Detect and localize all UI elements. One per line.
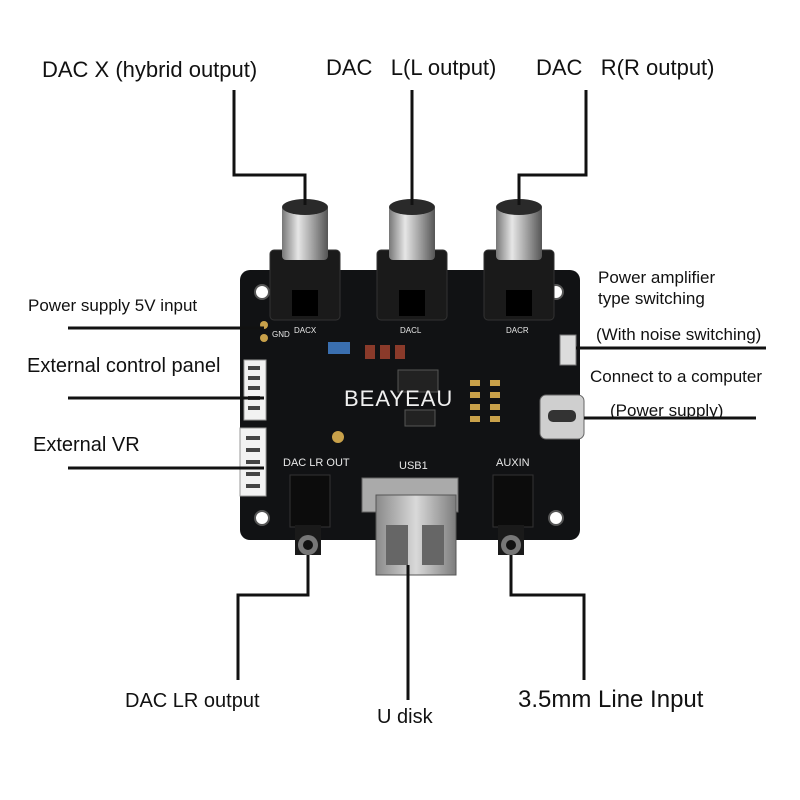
silk-dacx: DACX	[294, 326, 317, 335]
main-ic	[397, 369, 439, 393]
label-line-input: 3.5mm Line Input	[518, 686, 704, 713]
second-ic	[404, 409, 436, 427]
label-dac-r: DAC R(R output)	[536, 55, 715, 80]
silk-auxin: AUXIN	[496, 457, 530, 469]
label-ext-panel: External control panel	[27, 355, 221, 377]
rca-jack-dacr	[483, 199, 555, 321]
rca-jack-dacx	[269, 199, 341, 321]
leader-lines	[68, 90, 766, 700]
label-amp-switch-2: type switching	[598, 289, 705, 308]
label-power-5v: Power supply 5V input	[28, 296, 198, 315]
silk-dacl: DACL	[400, 326, 422, 335]
silk-usb1: USB1	[399, 460, 428, 472]
label-ext-vr: External VR	[33, 434, 140, 456]
label-dac-lr-output: DAC LR output	[125, 690, 260, 712]
label-dac-x: DAC X (hybrid output)	[42, 57, 258, 82]
silk-gnd: GND	[272, 330, 290, 339]
pcb-board	[240, 270, 580, 540]
label-power-supply: (Power supply)	[610, 401, 724, 420]
brand-silk: BEAYEAU	[344, 386, 454, 411]
label-amp-switch-1: Power amplifier	[598, 268, 716, 287]
jack-auxin	[492, 474, 534, 555]
label-dac-l: DAC L(L output)	[326, 55, 497, 80]
silk-dacr: DACR	[506, 326, 529, 335]
usb-a-port	[361, 477, 459, 576]
type-switch	[559, 334, 577, 366]
label-noise-switch: (With noise switching)	[596, 325, 762, 344]
label-u-disk: U disk	[377, 706, 433, 728]
silk-dac-lr-out: DAC LR OUT	[283, 457, 350, 469]
rca-jack-dacl	[376, 199, 448, 321]
jack-dac-lr-out	[289, 474, 331, 555]
label-connect-pc: Connect to a computer	[590, 367, 762, 386]
